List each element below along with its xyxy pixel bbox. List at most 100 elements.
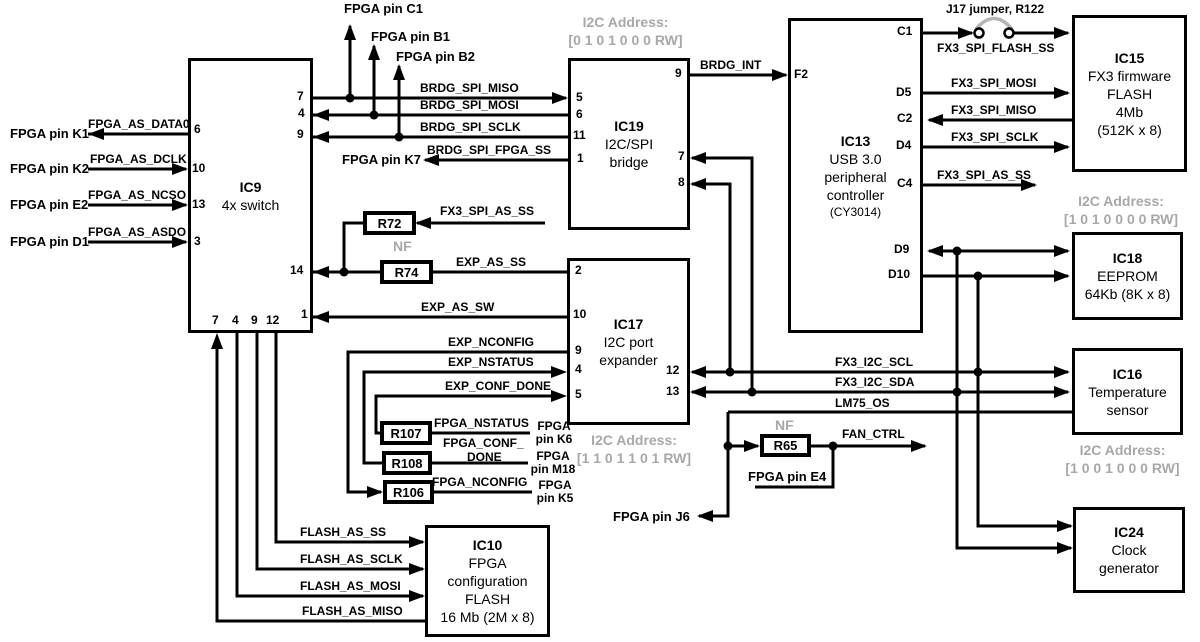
resistor-r72: R72 xyxy=(363,211,416,235)
signal-flash-as-miso: FLASH_AS_MISO xyxy=(302,604,403,618)
ic19-desc: bridge xyxy=(609,154,649,170)
ic9-pin-12b: 12 xyxy=(266,313,280,327)
ic15-box: IC15 FX3 firmware FLASH 4Mb (512K x 8) xyxy=(1072,15,1187,172)
fpga-pin-b2-label: FPGA pin B2 xyxy=(396,49,475,64)
ic13-box: IC13 USB 3.0 peripheral controller (CY30… xyxy=(788,18,923,333)
ic17-desc: I2C port xyxy=(603,333,654,350)
i2c-address-title: I2C Address: xyxy=(1078,193,1164,209)
i2c-address-ic18: I2C Address: [1 0 1 0 0 0 0 RW] xyxy=(1042,192,1200,228)
i2c-address-title: I2C Address: xyxy=(582,14,669,30)
ic19-box: IC19 I2C/SPI bridge xyxy=(568,58,690,230)
ic17-pin-2: 2 xyxy=(575,263,582,277)
ic13-pin-d5: D5 xyxy=(896,85,912,99)
ic13-pin-c1: C1 xyxy=(897,24,913,38)
signal-exp-as-ss: EXP_AS_SS xyxy=(456,255,527,269)
i2c-address-value: [1 0 1 0 0 0 0 RW] xyxy=(1063,211,1179,227)
ic24-desc: generator xyxy=(1099,560,1159,576)
signal-exp-as-sw: EXP_AS_SW xyxy=(421,300,495,314)
ic16-box: IC16 Temperature sensor xyxy=(1072,348,1183,435)
r74-label: R74 xyxy=(394,264,419,280)
signal-brdg-spi-fpga-ss: BRDG_SPI_FPGA_SS xyxy=(427,143,552,157)
ic18-name: IC18 xyxy=(1112,250,1143,266)
i2c-address-title: I2C Address: xyxy=(591,432,677,448)
arrowheads xyxy=(88,24,1073,602)
ic17-pin-9: 9 xyxy=(575,343,582,357)
i2c-address-ic16: I2C Address: [1 0 0 1 0 0 0 RW] xyxy=(1050,441,1195,477)
signal-fx3-spi-flash-ss: FX3_SPI_FLASH_SS xyxy=(937,41,1055,55)
signal-brdg-int: BRDG_INT xyxy=(700,58,762,72)
ic13-pin-c2: C2 xyxy=(897,111,913,125)
i2c-address-ic19: I2C Address: [0 1 0 1 0 0 0 RW] xyxy=(548,13,703,49)
nf-label-r65: NF xyxy=(775,417,794,433)
jumper-j17-label: J17 jumper, R122 xyxy=(946,2,1045,16)
signal-fpga-as-data0: FPGA_AS_DATA0 xyxy=(88,117,190,131)
signal-brdg-spi-miso: BRDG_SPI_MISO xyxy=(420,81,519,95)
ic15-desc: (512K x 8) xyxy=(1097,121,1162,138)
ic13-desc: peripheral xyxy=(824,168,887,185)
ic13-pin-d10: D10 xyxy=(888,267,911,281)
fpga-pin-d1-label: FPGA pin D1 xyxy=(10,234,89,249)
ic13-pin-f2: F2 xyxy=(794,67,809,81)
ic9-box: IC9 4x switch xyxy=(188,58,313,333)
ic9-pin-13: 13 xyxy=(192,197,206,211)
ic9-pin-3: 3 xyxy=(194,234,201,248)
ic10-desc: FPGA xyxy=(468,555,507,571)
ic19-pin-9: 9 xyxy=(675,66,682,80)
ic13-name: IC13 xyxy=(840,132,871,149)
ic15-desc: FX3 firmware xyxy=(1087,67,1172,84)
fpga-pin-k2-label: FPGA pin K2 xyxy=(10,161,89,176)
ic19-name: IC19 xyxy=(614,118,644,134)
ic13-desc: controller xyxy=(826,186,885,203)
ic13-pin-c4: C4 xyxy=(897,176,913,190)
signal-fx3-spi-as-ss: FX3_SPI_AS_SS xyxy=(937,168,1032,182)
fpga-pin-k6-label: FPGA pin K6 xyxy=(535,419,573,446)
i2c-address-value: [0 1 0 1 0 0 0 RW] xyxy=(568,32,683,48)
signal-flash-as-mosi: FLASH_AS_MOSI xyxy=(300,579,401,593)
ic19-desc: I2C/SPI xyxy=(604,136,654,152)
signal-fpga-nstatus: FPGA_NSTATUS xyxy=(434,416,529,430)
signal-brdg-spi-sclk: BRDG_SPI_SCLK xyxy=(420,120,521,134)
signal-exp-conf-done: EXP_CONF_DONE xyxy=(445,379,552,393)
signal-lm75-os: LM75_OS xyxy=(835,396,890,410)
ic15-name: IC15 xyxy=(1114,49,1145,66)
ic9-pin-1: 1 xyxy=(301,307,308,321)
resistor-r108: R108 xyxy=(382,451,432,475)
signal-fx3-spi-miso: FX3_SPI_MISO xyxy=(951,103,1037,117)
nf-label-r74: NF xyxy=(393,238,412,254)
ic16-name: IC16 xyxy=(1112,365,1143,382)
ic10-desc: configuration xyxy=(447,573,528,589)
signal-flash-as-ss: FLASH_AS_SS xyxy=(300,525,387,539)
ic9-pin-7r: 7 xyxy=(297,89,304,103)
ic9-pin-4r: 4 xyxy=(298,106,305,120)
ic24-desc: Clock xyxy=(1111,542,1147,558)
ic24-box: IC24 Clock generator xyxy=(1073,507,1185,593)
signal-fan-ctrl: FAN_CTRL xyxy=(842,427,905,441)
ic16-desc: Temperature xyxy=(1088,383,1167,400)
signal-fx3-spi-sclk: FX3_SPI_SCLK xyxy=(951,130,1039,144)
fpga-pin-k5-label: FPGA pin K5 xyxy=(536,478,574,505)
ic17-pin-12: 12 xyxy=(666,363,680,377)
ic13-part-number: (CY3014) xyxy=(829,204,882,219)
ic19-pin-11: 11 xyxy=(573,128,586,142)
ic9-pin-7b: 7 xyxy=(212,313,219,327)
ic9-pin-10: 10 xyxy=(192,161,206,175)
ic9-pin-6: 6 xyxy=(194,122,201,136)
resistor-r106: R106 xyxy=(383,480,434,504)
resistor-r107: R107 xyxy=(380,421,432,445)
i2c-address-value: [1 0 0 1 0 0 0 RW] xyxy=(1065,460,1180,476)
fpga-pin-e4-label: FPGA pin E4 xyxy=(748,469,827,484)
signal-flash-as-sclk: FLASH_AS_SCLK xyxy=(300,552,403,566)
ic17-name: IC17 xyxy=(613,315,644,332)
r65-label: R65 xyxy=(773,438,798,453)
ic19-pin-7: 7 xyxy=(678,149,685,163)
ic13-pin-d9: D9 xyxy=(894,242,910,256)
resistor-r74: R74 xyxy=(380,260,433,284)
r72-label: R72 xyxy=(377,215,402,231)
signal-exp-nconfig: EXP_NCONFIG xyxy=(448,335,535,349)
i2c-address-title: I2C Address: xyxy=(1079,442,1166,458)
ic15-desc: 4Mb xyxy=(1115,103,1144,120)
ic13-pin-d4: D4 xyxy=(896,138,912,152)
ic10-desc: FLASH xyxy=(464,591,511,607)
